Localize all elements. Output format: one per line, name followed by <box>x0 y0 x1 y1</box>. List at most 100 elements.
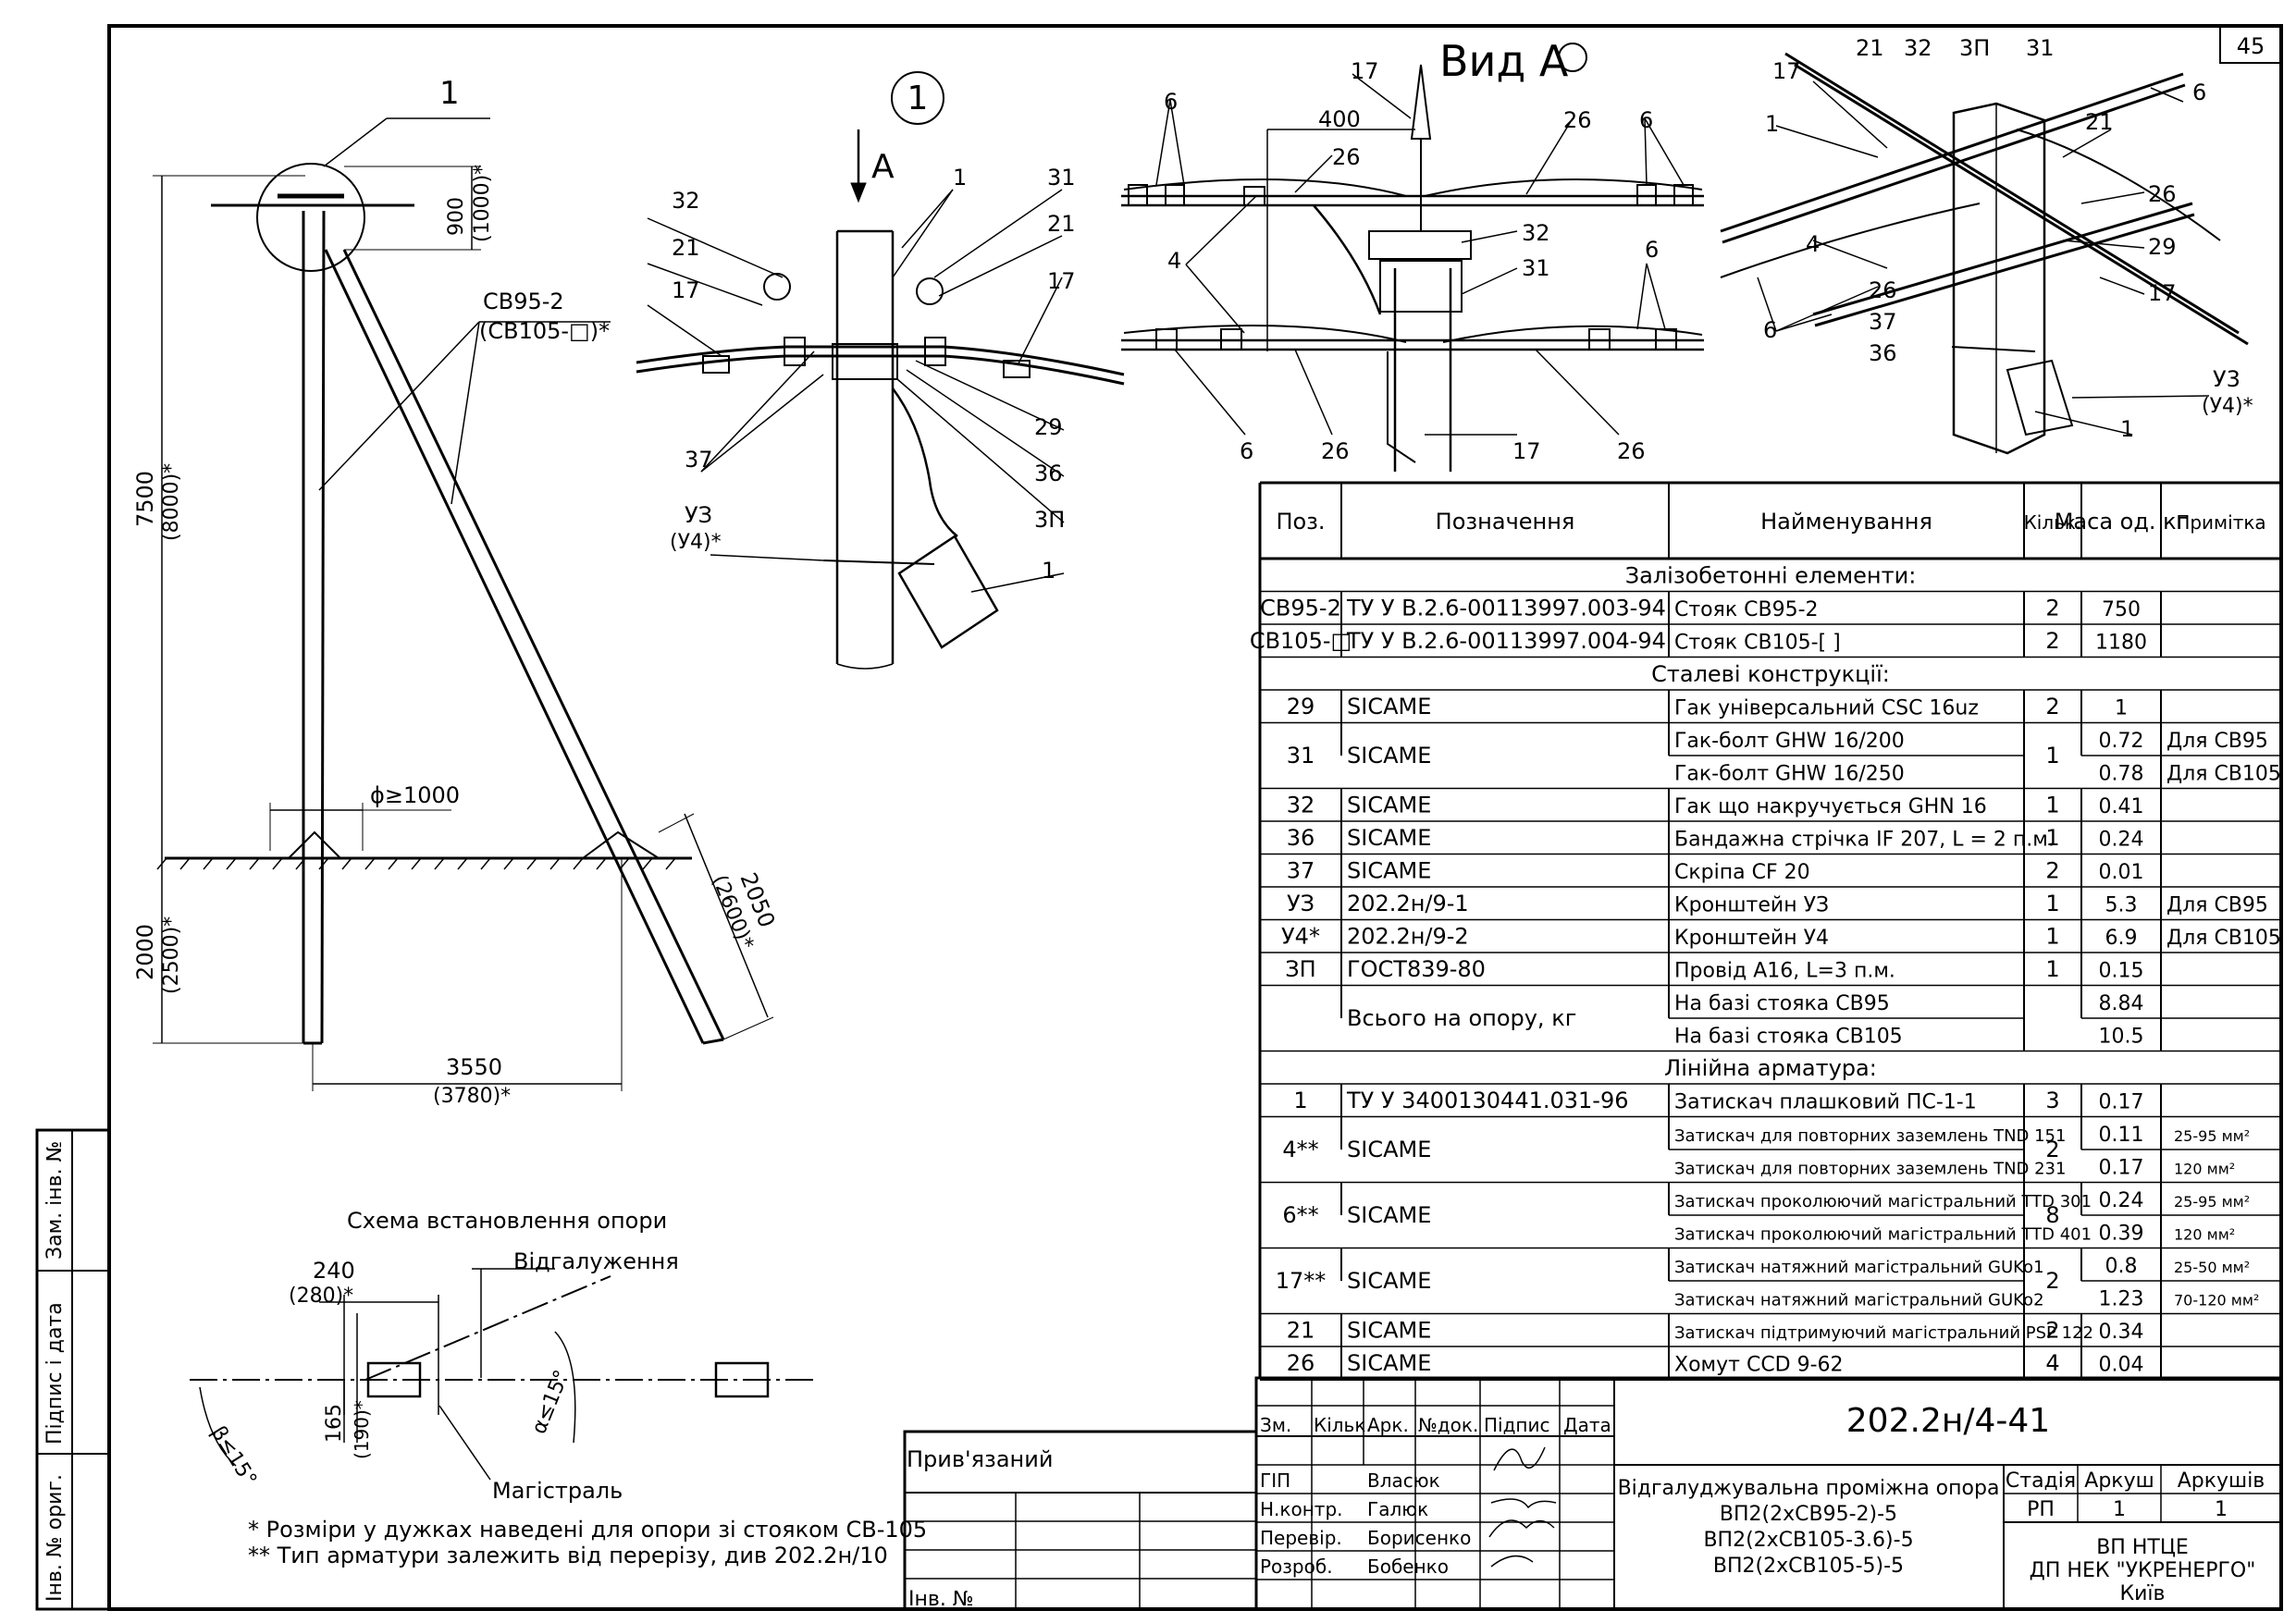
table-cell-qty: 3 <box>2045 1088 2059 1113</box>
table-cell-name: Хомут CCD 9-62 <box>1674 1354 1844 1377</box>
table-cell-pos: 32 <box>1287 792 1315 818</box>
table-cell-pos: 6** <box>1282 1202 1318 1228</box>
table-cell-mass: 1.23 <box>2099 1288 2144 1311</box>
table-cell-mass: 0.11 <box>2099 1124 2144 1147</box>
va-callout-6c: 6 <box>1645 237 1659 263</box>
table-cell-desig: SICAME <box>1347 1137 1431 1162</box>
table-cell-name: Бандажна стрічка IF 207, L = 2 п.м. <box>1674 829 2055 852</box>
table-cell-name: На базі стояка СВ105 <box>1674 1026 1903 1049</box>
table-cell-name: Затискач для повторних заземлень TND 231 <box>1674 1160 2066 1179</box>
table-cell-name: Провід А16, L=3 п.м. <box>1674 960 1895 983</box>
table-cell-name: Затискач проколюючий магістральний TTD 4… <box>1674 1225 2092 1245</box>
va-callout-4: 4 <box>1167 248 1181 274</box>
table-cell-desig: ТУ У 3400130441.031-96 <box>1346 1088 1629 1113</box>
table-cell-pos: 31 <box>1287 743 1315 768</box>
table-cell-mass: 0.24 <box>2099 829 2144 852</box>
dim-900-alt: (1000)* <box>471 165 494 242</box>
scheme-dim-240: 240 <box>313 1258 355 1284</box>
rev-h-sign: Підпис <box>1484 1414 1550 1436</box>
iso-callout-36: 36 <box>1869 340 1897 366</box>
iso-callout-37: 37 <box>1869 309 1897 335</box>
d-callout-37: 37 <box>685 447 713 473</box>
table-cell-pos: 1 <box>1293 1088 1307 1113</box>
table-cell-name: Стояк СВ105-[ ] <box>1674 632 1841 655</box>
table-cell-name: Затискач для повторних заземлень TND 151 <box>1674 1126 2066 1146</box>
table-cell-name: Затискач натяжний магістральний GUKo1 <box>1674 1258 2044 1277</box>
table-cell-desig: SICAME <box>1347 1268 1431 1294</box>
d-callout-u4: (У4)* <box>670 531 722 554</box>
dim-2000-alt: (2500)* <box>160 916 183 994</box>
pole-label: СВ95-2 <box>483 289 564 314</box>
stamp-repl-inv: Зам. інв. № <box>43 1141 67 1260</box>
dim-3550: 3550 <box>446 1054 502 1080</box>
note-1: * Розміри у дужках наведені для опори зі… <box>248 1517 927 1543</box>
table-cell-pos: СВ95-2 <box>1260 595 1341 621</box>
name-rozrob: Бобенко <box>1367 1555 1449 1578</box>
table-cell-desig: SICAME <box>1347 694 1431 719</box>
table-cell-note: Для СВ95 <box>2166 730 2268 753</box>
table-cell-pos: УЗ <box>1287 891 1315 916</box>
table-cell-note: 120 мм² <box>2174 1226 2235 1244</box>
iso-callout-1b: 1 <box>2120 416 2134 442</box>
dim-3550-alt: (3780)* <box>433 1085 511 1108</box>
name-gip: Власюк <box>1367 1469 1440 1492</box>
role-gip: ГІП <box>1260 1469 1290 1492</box>
table-cell-desig: SICAME <box>1347 857 1431 883</box>
table-cell-note: 25-95 мм² <box>2174 1127 2250 1145</box>
va-callout-31: 31 <box>1522 255 1550 281</box>
table-cell-desig: 202.2н/9-2 <box>1347 923 1469 949</box>
table-cell-note: Для СВ105 <box>2166 927 2281 950</box>
va-callout-32: 32 <box>1522 220 1550 246</box>
table-section-heading: Залізобетонні елементи: <box>1625 563 1917 589</box>
table-cell-note: 120 мм² <box>2174 1161 2235 1178</box>
stage-value: РП <box>2027 1498 2055 1521</box>
table-cell-mass: 0.17 <box>2099 1157 2144 1180</box>
iso-callout-21b: 21 <box>2085 109 2114 135</box>
table-cell-qty: 2 <box>2045 595 2059 621</box>
table-cell-qty: 1 <box>2045 956 2059 982</box>
org-line-2: ДП НЕК "УКРЕНЕРГО" <box>2030 1559 2256 1582</box>
iso-callout-26: 26 <box>2148 181 2177 207</box>
rev-h-qty: Кільк. <box>1314 1414 1372 1436</box>
view-a <box>1121 43 1704 472</box>
table-cell-mass: 0.78 <box>2099 763 2144 786</box>
table-header: Найменування <box>1760 509 1932 535</box>
dim-7500: 7500 <box>132 471 158 527</box>
table-cell-mass: 0.8 <box>2105 1255 2138 1278</box>
inv-label: Інв. № <box>908 1588 974 1611</box>
table-cell-qty: 1 <box>2045 891 2059 916</box>
table-cell-desig: ТУ У В.2.6-00113997.004-94 <box>1346 628 1666 654</box>
scheme-dim-165-alt: (190)* <box>351 1400 373 1459</box>
pole-label-alt: (СВ105-□)* <box>479 318 610 344</box>
iso-callout-u3: У3 <box>2213 366 2240 392</box>
table-cell-mass: 0.39 <box>2099 1223 2144 1246</box>
left-stamp: Інв. № ориг. Підпис і дата Зам. інв. № <box>35 1128 111 1611</box>
va-callout-26d: 26 <box>1617 438 1646 464</box>
d-callout-21b: 21 <box>1047 211 1076 237</box>
table-cell-note: Для СВ105 <box>2166 763 2281 786</box>
note-2: ** Тип арматури залежить від перерізу, д… <box>248 1543 888 1568</box>
sheets-header: Аркушів <box>2178 1469 2265 1493</box>
table-cell-name: Скріпа CF 20 <box>1674 861 1810 884</box>
scheme-dim-240-alt: (280)* <box>289 1285 353 1308</box>
table-cell-mass: 6.9 <box>2105 927 2138 950</box>
d-callout-3p: 3П <box>1034 507 1065 533</box>
d-callout-17b: 17 <box>1047 268 1076 294</box>
table-cell-name: Затискач натяжний магістральний GUKo2 <box>1674 1291 2044 1310</box>
iso-callout-u4: (У4)* <box>2202 395 2253 418</box>
table-cell-mass: 8.84 <box>2099 992 2144 1015</box>
scheme-angle-beta: β≤15° <box>206 1422 261 1491</box>
iso-callout-4: 4 <box>1806 231 1820 257</box>
iso-callout-6: 6 <box>2192 80 2206 105</box>
table-cell-name: Кронштейн У4 <box>1674 927 1829 950</box>
table-cell-qty: 8 <box>2045 1202 2059 1228</box>
org-line-3: Київ <box>2120 1582 2166 1605</box>
table-cell-qty: 2 <box>2045 628 2059 654</box>
table-cell-pos: 21 <box>1287 1317 1315 1343</box>
table-cell-mass: 1 <box>2115 697 2128 720</box>
table-cell-qty: 2 <box>2045 1268 2059 1294</box>
table-cell-mass: 0.34 <box>2099 1321 2144 1344</box>
stamp-sign-date: Підпис і дата <box>43 1302 67 1445</box>
